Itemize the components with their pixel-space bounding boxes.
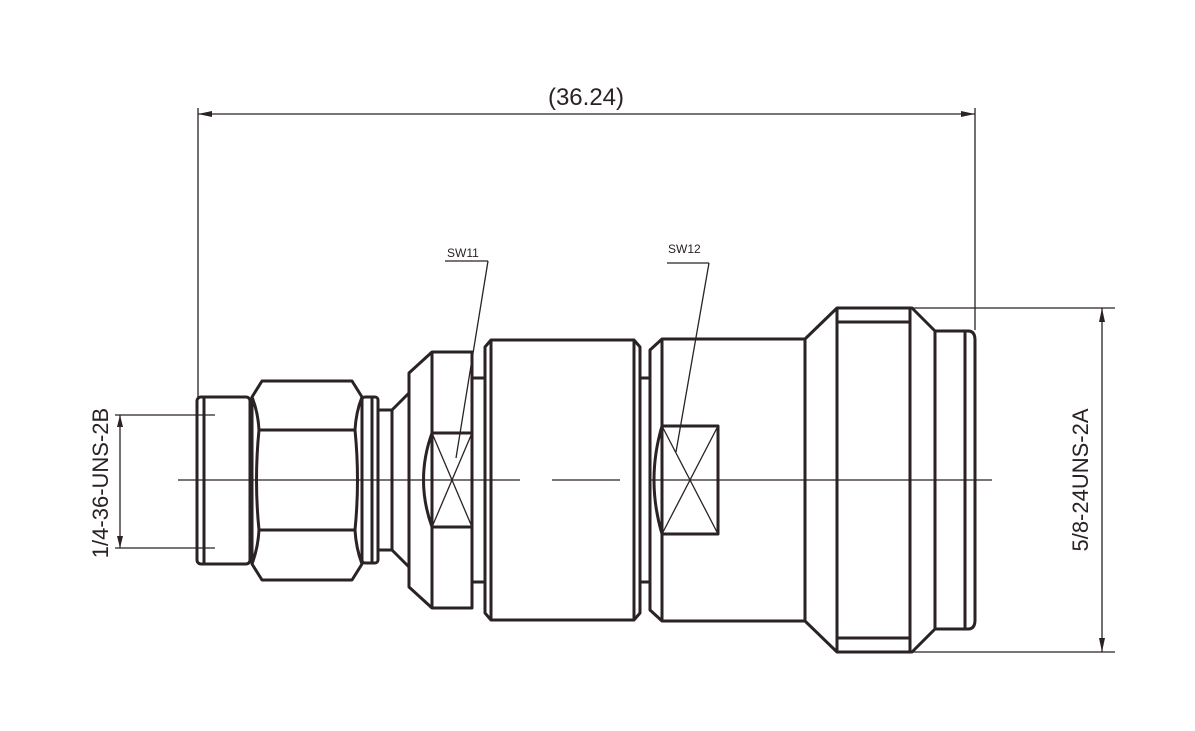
overall-length-dimension: (36.24) [197, 84, 976, 397]
overall-length-label: (36.24) [548, 84, 624, 111]
sw12-callout: SW12 [667, 242, 710, 453]
left-thread-dimension: 1/4-36-UNS-2B [88, 408, 215, 558]
body-section-1 [483, 338, 650, 622]
sw11-label: SW11 [447, 246, 479, 260]
ring-and-neck [360, 391, 411, 569]
hex-nut-sw11 [407, 350, 485, 610]
left-thread-label: 1/4-36-UNS-2B [88, 408, 113, 558]
left-plug-body [195, 395, 252, 566]
right-thread-label: 5/8-24UNS-2A [1068, 408, 1093, 551]
sw12-label: SW12 [668, 242, 701, 256]
sw11-callout: SW11 [445, 246, 489, 459]
right-thread-dimension: 5/8-24UNS-2A [912, 307, 1115, 653]
large-coupling-nut [803, 306, 977, 654]
hex-coupling-nut [250, 379, 364, 582]
